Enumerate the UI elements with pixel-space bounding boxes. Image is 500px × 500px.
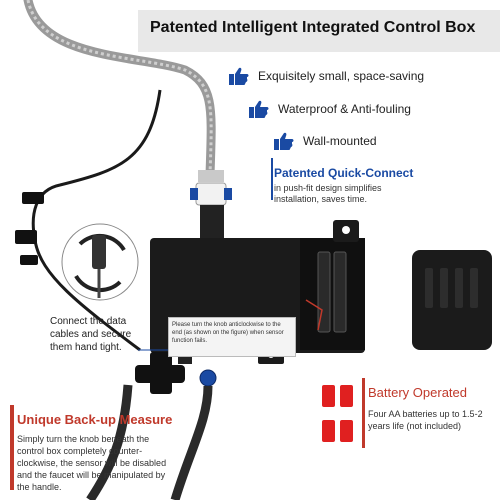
battery-cell xyxy=(333,251,347,333)
cable-connector-bottom xyxy=(15,230,37,244)
battery-icon xyxy=(340,420,353,442)
cable-connector-top xyxy=(22,192,44,204)
battery-title: Battery Operated xyxy=(368,385,467,400)
device-instruction-label: Please turn the knob anticlockwise to th… xyxy=(168,317,296,357)
quick-connect-desc: in push-fit design simplifies installati… xyxy=(274,183,382,204)
fitting-body xyxy=(200,205,224,243)
battery-lid-rib xyxy=(425,268,433,308)
outlet-fitting-blue xyxy=(199,369,217,387)
rotate-arrow-bottom xyxy=(74,274,122,293)
battery-icon xyxy=(322,420,335,442)
connect-note: Connect the data cables and secure them … xyxy=(50,316,132,353)
battery-desc: Four AA batteries up to 1.5-2 years life… xyxy=(368,409,483,431)
mounting-hole xyxy=(342,226,350,234)
feature-text: Exquisitely small, space-saving xyxy=(258,69,425,83)
feature-item: Wall-mounted xyxy=(273,131,377,151)
quick-connect-title: Patented Quick-Connect xyxy=(274,166,414,180)
backup-accent-bar xyxy=(10,405,14,490)
battery-icon xyxy=(340,385,353,407)
thumbs-up-icon xyxy=(274,132,294,150)
backup-knob xyxy=(135,365,185,383)
cable-connector-tail xyxy=(20,255,38,265)
battery-wire-red xyxy=(305,299,323,331)
quick-connect-clip-left xyxy=(190,188,198,200)
feature-text: Wall-mounted xyxy=(303,134,377,148)
thumbs-up-icon xyxy=(249,100,269,118)
page-title: Patented Intelligent Integrated Control … xyxy=(150,19,476,36)
battery-icon xyxy=(322,385,335,407)
battery-compartment xyxy=(300,238,365,350)
feature-item: Waterproof & Anti-fouling xyxy=(248,99,411,119)
backup-title: Unique Back-up Measure xyxy=(17,412,173,427)
outlet-hose xyxy=(170,385,213,500)
quick-connect-fitting xyxy=(195,182,227,206)
quick-connect-accent-line xyxy=(271,158,273,200)
battery-lid-rib xyxy=(470,268,478,308)
battery-lid-rib xyxy=(440,268,448,308)
braided-hose-texture xyxy=(26,0,213,176)
backup-desc: Simply turn the knob beneath the control… xyxy=(17,434,167,492)
quick-connect-clip-right xyxy=(224,188,232,200)
zoom-connector xyxy=(92,235,106,269)
battery-accent-bar xyxy=(362,378,365,448)
knob-hose xyxy=(86,384,133,500)
battery-icons xyxy=(322,385,353,442)
data-cable xyxy=(31,89,162,352)
battery-lid-rib xyxy=(455,268,463,308)
fitting-nut xyxy=(198,170,224,182)
thumbs-up-icon xyxy=(229,67,249,85)
battery-lid xyxy=(412,250,492,350)
feature-text: Waterproof & Anti-fouling xyxy=(278,102,411,116)
feature-item: Exquisitely small, space-saving xyxy=(228,66,424,86)
title-banner xyxy=(138,10,500,52)
